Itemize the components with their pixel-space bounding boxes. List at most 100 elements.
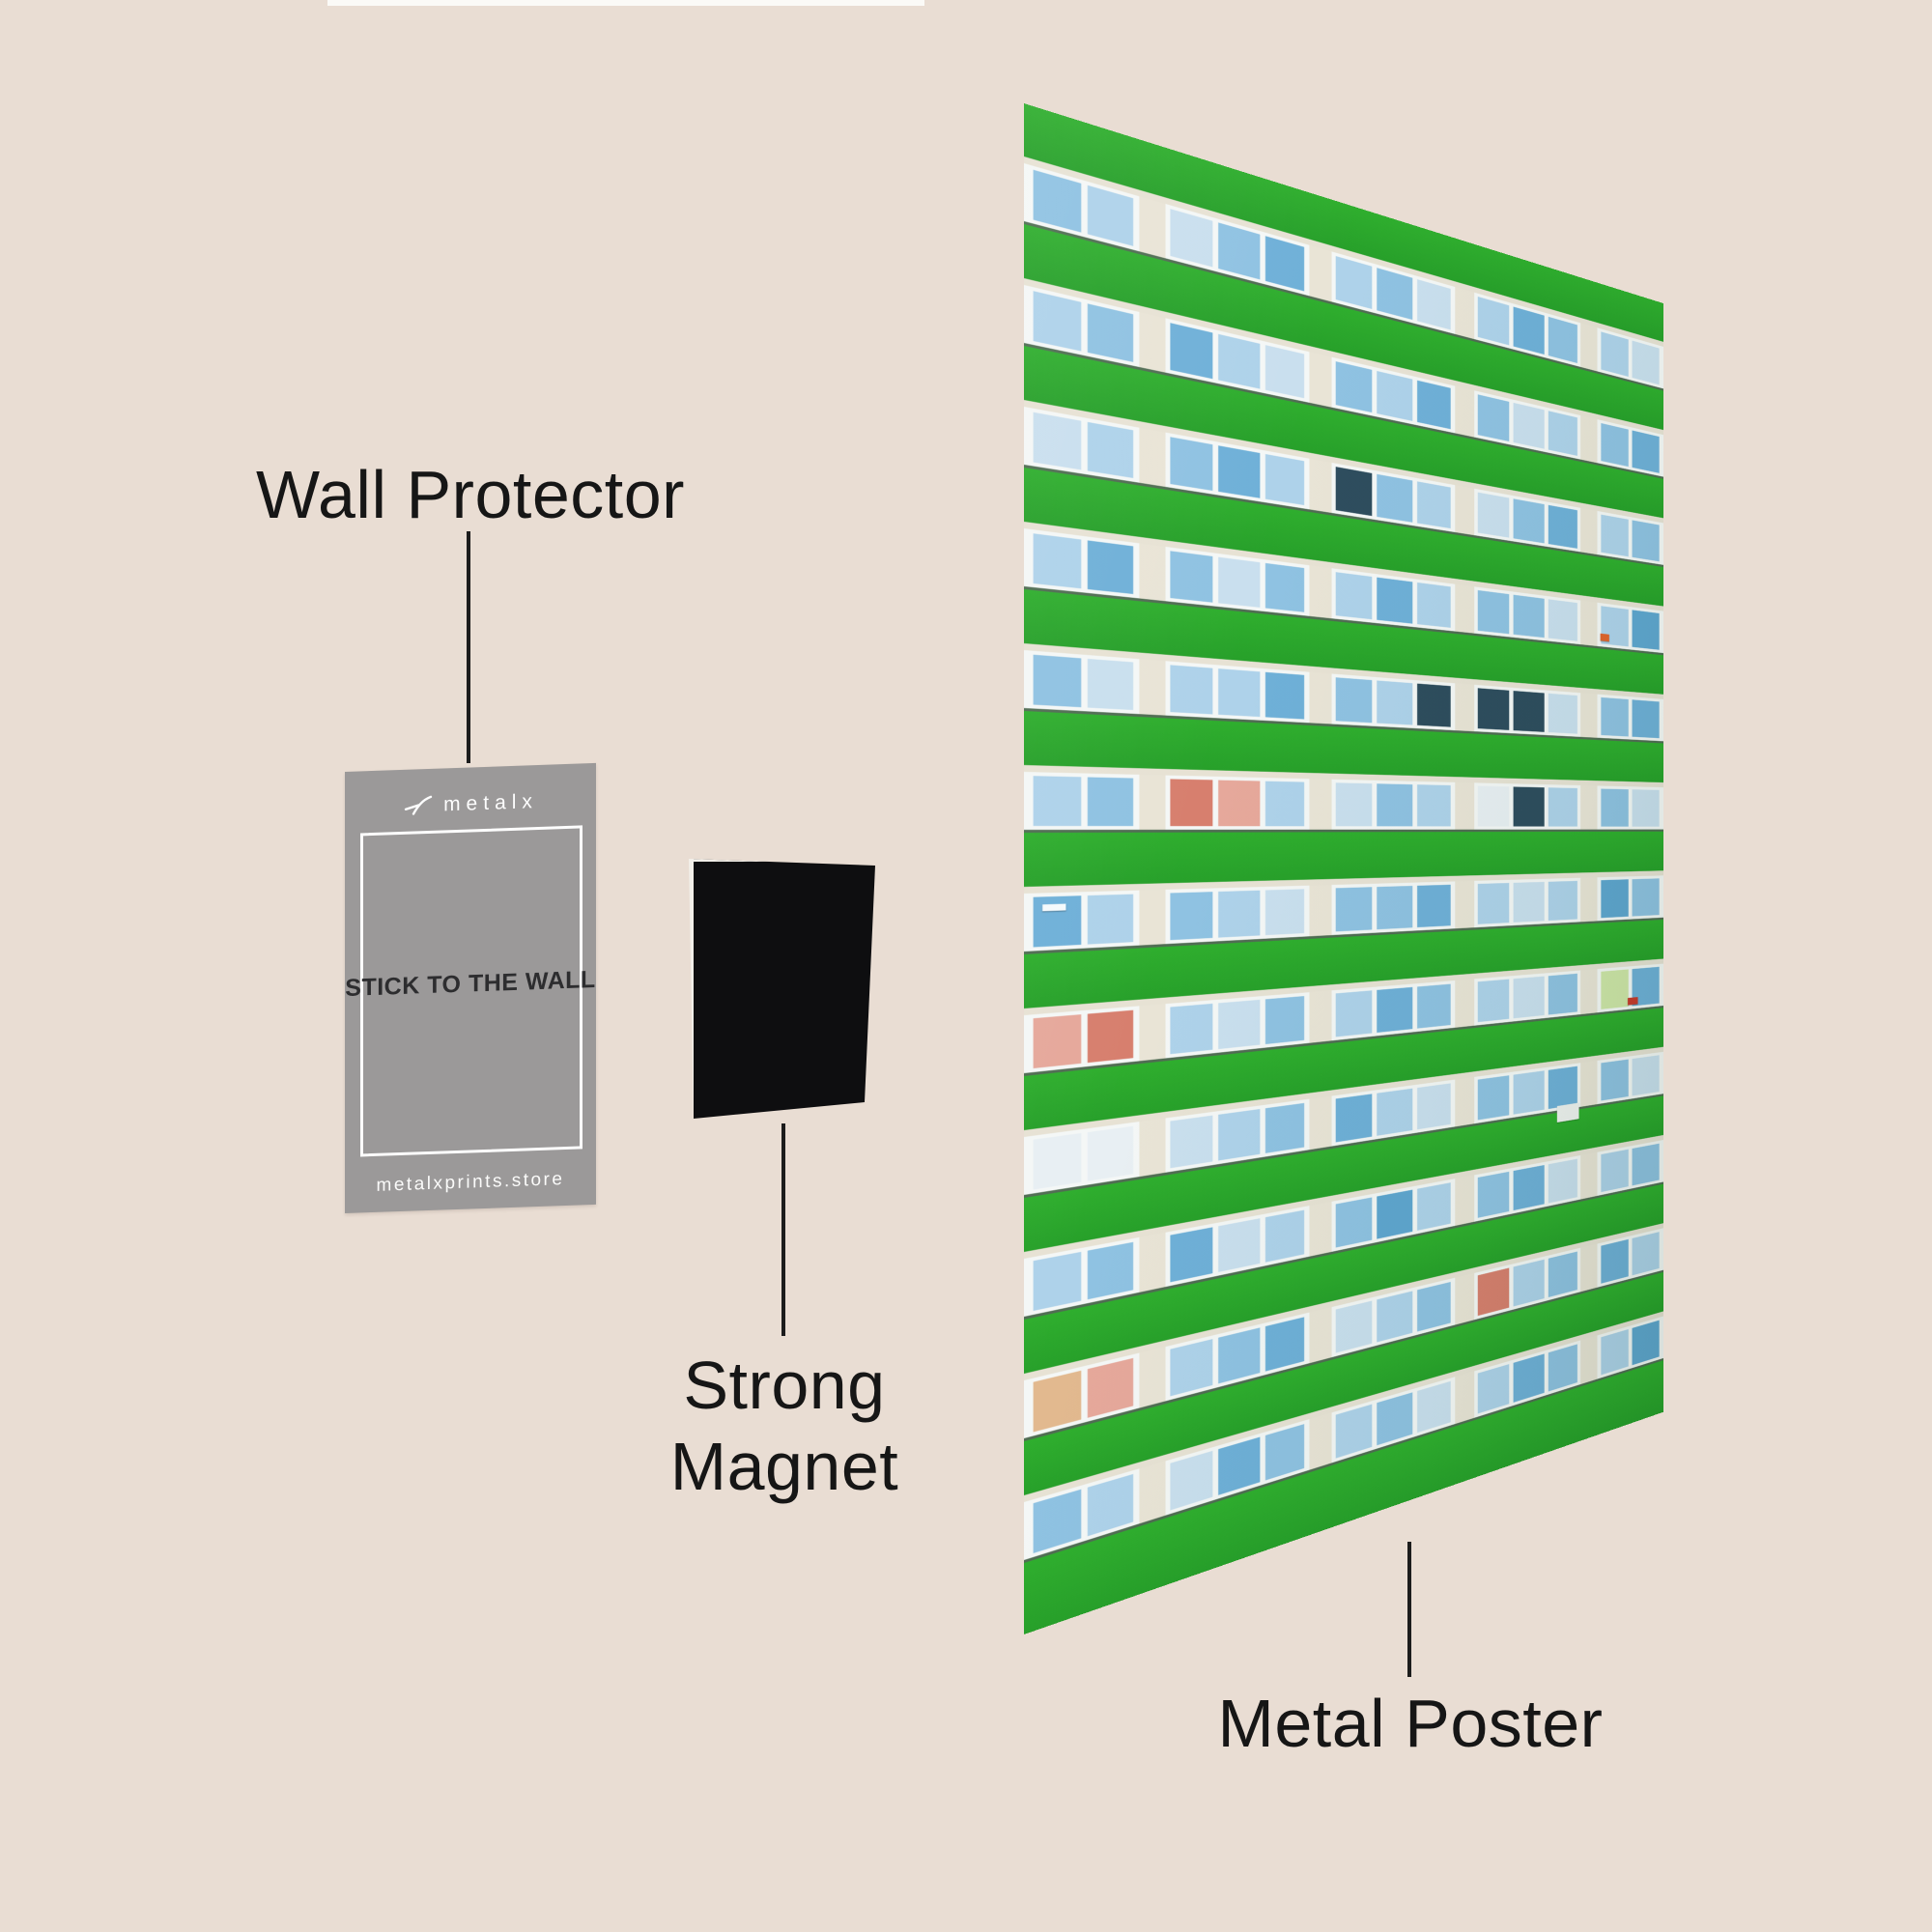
facade-pier bbox=[1309, 1307, 1332, 1364]
metal-poster-connector-line bbox=[1407, 1542, 1411, 1677]
window-pane bbox=[1377, 577, 1413, 624]
window-pane bbox=[1601, 788, 1629, 827]
facade-pier bbox=[1580, 1335, 1598, 1384]
building-facade-artwork bbox=[1024, 103, 1663, 1634]
strong-magnet-label: Strong Magnet bbox=[670, 1345, 898, 1507]
window-pane bbox=[1513, 594, 1545, 639]
window-pane bbox=[1377, 1392, 1413, 1446]
window-pane bbox=[1264, 453, 1305, 506]
window-pane bbox=[1218, 999, 1261, 1050]
window-pane bbox=[1087, 894, 1134, 945]
window-pane bbox=[1513, 498, 1545, 544]
facade-pier bbox=[1580, 1060, 1598, 1107]
facade-pier bbox=[1454, 1273, 1474, 1325]
facade-pier bbox=[1454, 1076, 1474, 1127]
window-pane bbox=[1218, 1109, 1261, 1161]
window-pane bbox=[1548, 599, 1577, 641]
window-pane bbox=[1416, 1380, 1451, 1434]
window-pane bbox=[1218, 668, 1261, 718]
window-pane bbox=[1032, 291, 1082, 352]
facade-pier bbox=[1309, 458, 1332, 513]
facade-pier bbox=[1580, 1151, 1598, 1200]
facade-pier bbox=[1138, 774, 1166, 830]
window-pane bbox=[1548, 693, 1577, 734]
facade-pier bbox=[1454, 683, 1474, 732]
window-pane bbox=[1632, 610, 1660, 650]
window-pane bbox=[1170, 323, 1213, 380]
window-pane bbox=[1548, 316, 1577, 363]
window-pane bbox=[1632, 430, 1660, 473]
facade-pier bbox=[1309, 885, 1332, 937]
window-pane bbox=[1032, 776, 1082, 827]
bird-reflection-detail bbox=[1042, 903, 1066, 912]
window-pane bbox=[1477, 296, 1510, 346]
window-pane bbox=[1477, 492, 1510, 538]
window-pane bbox=[1170, 892, 1213, 941]
facade-pier bbox=[1454, 385, 1474, 438]
window-pane bbox=[1416, 983, 1451, 1029]
window-pane bbox=[1032, 1251, 1082, 1312]
facade-pier bbox=[1580, 323, 1598, 372]
window-pane bbox=[1032, 533, 1082, 589]
window-pane bbox=[1218, 780, 1261, 827]
metal-poster-label: Metal Poster bbox=[1217, 1686, 1604, 1761]
card-website-text: metalxprints.store bbox=[376, 1169, 565, 1196]
metalx-logo: metalx bbox=[345, 788, 596, 820]
window-pane bbox=[1264, 781, 1305, 827]
facade-pier bbox=[1454, 781, 1474, 830]
window-pane bbox=[1416, 884, 1451, 928]
window-pane bbox=[1601, 1059, 1629, 1101]
window-pane bbox=[1218, 445, 1261, 498]
window-pane bbox=[1416, 1182, 1451, 1231]
window-pane bbox=[1377, 986, 1413, 1033]
facade-pier bbox=[1309, 779, 1332, 830]
window-pane bbox=[1170, 1227, 1213, 1283]
window-pane bbox=[1632, 520, 1660, 562]
window-pane bbox=[1601, 1238, 1629, 1284]
window-pane bbox=[1377, 680, 1413, 725]
facade-pier bbox=[1580, 877, 1598, 923]
window-pane bbox=[1548, 1344, 1577, 1392]
window-pane bbox=[1218, 333, 1261, 389]
window-pane bbox=[1601, 331, 1629, 377]
window-pane bbox=[1218, 556, 1261, 608]
window-pane bbox=[1335, 1404, 1373, 1459]
facade-pier bbox=[1138, 1461, 1166, 1524]
window-pane bbox=[1218, 1218, 1261, 1272]
window-pane bbox=[1377, 473, 1413, 523]
window-pane bbox=[1632, 1320, 1660, 1366]
facade-pier bbox=[1138, 1118, 1166, 1178]
window-pane bbox=[1335, 1094, 1373, 1143]
window-pane bbox=[1477, 1267, 1510, 1317]
window-pane bbox=[1548, 973, 1577, 1015]
window-pane bbox=[1632, 1055, 1660, 1096]
facade-pier bbox=[1138, 659, 1166, 716]
window-pane bbox=[1264, 889, 1305, 936]
window-pane bbox=[1377, 1189, 1413, 1239]
window-pane bbox=[1377, 783, 1413, 827]
metalx-logo-icon bbox=[404, 795, 433, 815]
facade-pier bbox=[1580, 415, 1598, 464]
window-pane bbox=[1416, 1083, 1451, 1130]
metalx-logo-text: metalx bbox=[443, 790, 538, 816]
facade-pier bbox=[1580, 1243, 1598, 1293]
window-pane bbox=[1377, 1088, 1413, 1136]
window-pane bbox=[1218, 890, 1261, 938]
wall-protector-label: Wall Protector bbox=[256, 457, 685, 532]
window-pane bbox=[1087, 540, 1134, 595]
facade-pier bbox=[1309, 1201, 1332, 1257]
strong-magnet-label-line1: Strong bbox=[683, 1348, 886, 1423]
window-pane bbox=[1377, 268, 1413, 320]
window-pane bbox=[1632, 699, 1660, 739]
window-pane bbox=[1416, 1282, 1451, 1332]
window-pane bbox=[1335, 990, 1373, 1037]
window-pane bbox=[1513, 691, 1545, 732]
window-pane bbox=[1477, 688, 1510, 730]
facade-pier bbox=[1580, 507, 1598, 555]
window-pane bbox=[1032, 169, 1082, 233]
flower-pot-detail bbox=[1600, 633, 1609, 642]
window-pane bbox=[1377, 1291, 1413, 1343]
window-pane bbox=[1548, 504, 1577, 549]
facade-pier bbox=[1138, 196, 1166, 259]
facade-pier bbox=[1309, 990, 1332, 1043]
